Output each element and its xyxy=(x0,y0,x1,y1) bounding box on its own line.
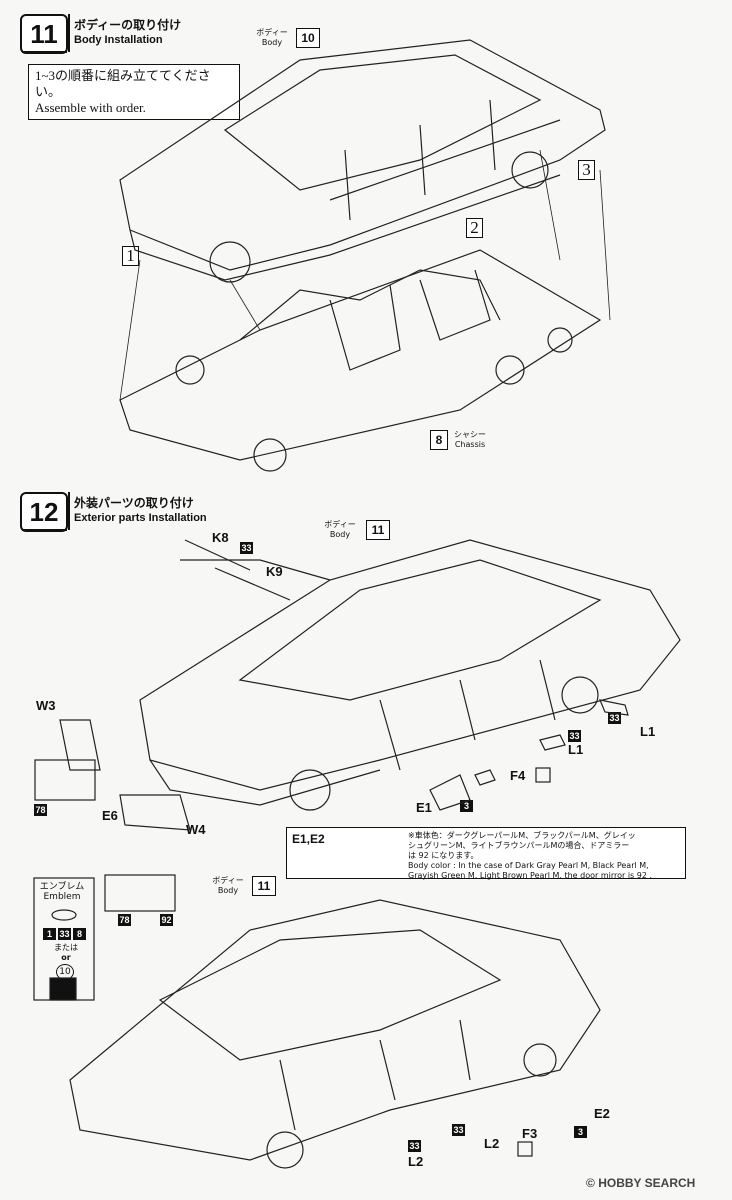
part-e1-color: 3 xyxy=(460,800,473,812)
chassis-label: シャシー Chassis xyxy=(450,430,490,450)
part-l1a-label: L1 xyxy=(568,742,584,757)
part-k8-label: K8 xyxy=(212,530,229,545)
step-11-header-rule xyxy=(22,51,67,53)
emblem-callout-frame xyxy=(33,877,95,1001)
step-12-body-label-2-jp: ボディー xyxy=(212,876,244,885)
emblem-label-en: Emblem xyxy=(43,892,81,902)
part-w3-label: W3 xyxy=(36,698,56,713)
color-note-jp-1: ※車体色：ダークグレーパールM、ブラックパールM、グレイッ xyxy=(408,831,636,840)
step-12-header-rule xyxy=(22,529,67,531)
step-12-car-rear-drawing xyxy=(69,899,601,1169)
assembly-order-note-jp: 1~3の順番に組み立ててください。 xyxy=(35,68,211,99)
side-parts-drawing xyxy=(429,699,629,811)
step-12-header-divider xyxy=(68,492,70,530)
order-mark-1: 1 xyxy=(122,246,139,266)
step-11-body-shell-drawing xyxy=(119,39,606,283)
step-11-body-label: ボディー Body xyxy=(250,28,294,48)
door-mirror-ref: E1,E2 xyxy=(292,832,325,846)
emblem-code-3: 8 xyxy=(73,928,86,940)
front-parts-drawing xyxy=(34,719,191,912)
step-11-title-en: Body Installation xyxy=(74,34,163,46)
step-12-body-ref-2: 11 xyxy=(252,876,276,896)
door-mirror-color-note xyxy=(286,827,686,879)
step-12-body-label-2-en: Body xyxy=(217,886,239,895)
step-12-body-label: ボディー Body xyxy=(318,520,362,540)
part-k9-label: K9 xyxy=(266,564,283,579)
step-11-title-jp: ボディーの取り付け xyxy=(74,18,182,32)
part-l2b-label: L2 xyxy=(408,1154,424,1169)
color-note-en-1: Body color : In the case of Dark Gray Pe… xyxy=(408,861,649,870)
color-note-en-2: Grayish Green M, Light Brown Pearl M, th… xyxy=(408,871,653,880)
color-note-jp-3: は 92 になります。 xyxy=(408,851,479,860)
step-11-number: 11 xyxy=(20,14,68,54)
part-e6-label: E6 xyxy=(102,808,118,823)
watermark-symbol: © xyxy=(586,1176,595,1190)
chassis-ref: 8 xyxy=(430,430,448,450)
step-11-body-label-en: Body xyxy=(261,38,283,47)
part-l2a-color: 33 xyxy=(452,1124,465,1136)
part-f4-label: F4 xyxy=(510,768,526,783)
step-11-leader-lines xyxy=(119,149,611,401)
step-12-title-en: Exterior parts Installation xyxy=(74,512,207,524)
order-mark-2: 2 xyxy=(466,218,483,238)
step-12-body-label-2: ボディー Body xyxy=(206,876,250,896)
part-l2b-color: 33 xyxy=(408,1140,421,1152)
part-l1b-label: L1 xyxy=(640,724,656,739)
emblem-label-jp: エンブレム xyxy=(39,882,85,892)
step-12-car-front-drawing xyxy=(139,539,681,811)
part-w4-label: W4 xyxy=(186,822,206,837)
assembly-order-note-en: Assemble with order. xyxy=(35,100,146,115)
order-mark-3: 3 xyxy=(578,160,595,180)
chassis-label-en: Chassis xyxy=(454,440,486,449)
decal-code-a: 78 xyxy=(118,914,131,926)
step-11-chassis-drawing xyxy=(119,249,602,472)
step-12-title-jp: 外装パーツの取り付け xyxy=(74,496,194,510)
part-k8-color: 33 xyxy=(240,542,253,554)
assembly-order-note: 1~3の順番に組み立ててください。 Assemble with order. xyxy=(28,64,240,120)
part-e6-color: 78 xyxy=(34,804,47,816)
step-11-body-ref: 10 xyxy=(296,28,320,48)
emblem-or: または or xyxy=(48,943,84,963)
emblem-code-2: 33 xyxy=(58,928,71,940)
step-11-header-divider xyxy=(68,14,70,52)
part-l1a-color: 33 xyxy=(568,730,581,742)
color-note-jp-2: シュグリーンM、ライトブラウンパールMの場合、ドアミラー xyxy=(408,841,630,850)
paint-icon-group xyxy=(517,767,551,1157)
step-12-body-label-jp: ボディー xyxy=(324,520,356,529)
watermark: © HOBBY SEARCH xyxy=(586,1176,695,1190)
part-f3-label: F3 xyxy=(522,1126,538,1141)
step-12-body-label-en: Body xyxy=(329,530,351,539)
part-l2a-label: L2 xyxy=(484,1136,500,1151)
decal-code-b: 92 xyxy=(160,914,173,926)
emblem-label: エンブレム Emblem xyxy=(36,882,88,902)
part-l1b-color: 33 xyxy=(608,712,621,724)
chassis-label-jp: シャシー xyxy=(454,430,486,439)
step-12-number: 12 xyxy=(20,492,68,532)
part-e2-color: 3 xyxy=(574,1126,587,1138)
emblem-or-jp: または xyxy=(54,943,78,952)
watermark-text: HOBBY SEARCH xyxy=(598,1176,696,1190)
part-e1-label: E1 xyxy=(416,800,432,815)
step-12-body-ref: 11 xyxy=(366,520,390,540)
step-11-body-label-jp: ボディー xyxy=(256,28,288,37)
emblem-code-1: 1 xyxy=(43,928,56,940)
emblem-or-en: or xyxy=(61,953,71,962)
wiper-parts-drawing xyxy=(184,539,291,601)
part-e2-label: E2 xyxy=(594,1106,610,1121)
